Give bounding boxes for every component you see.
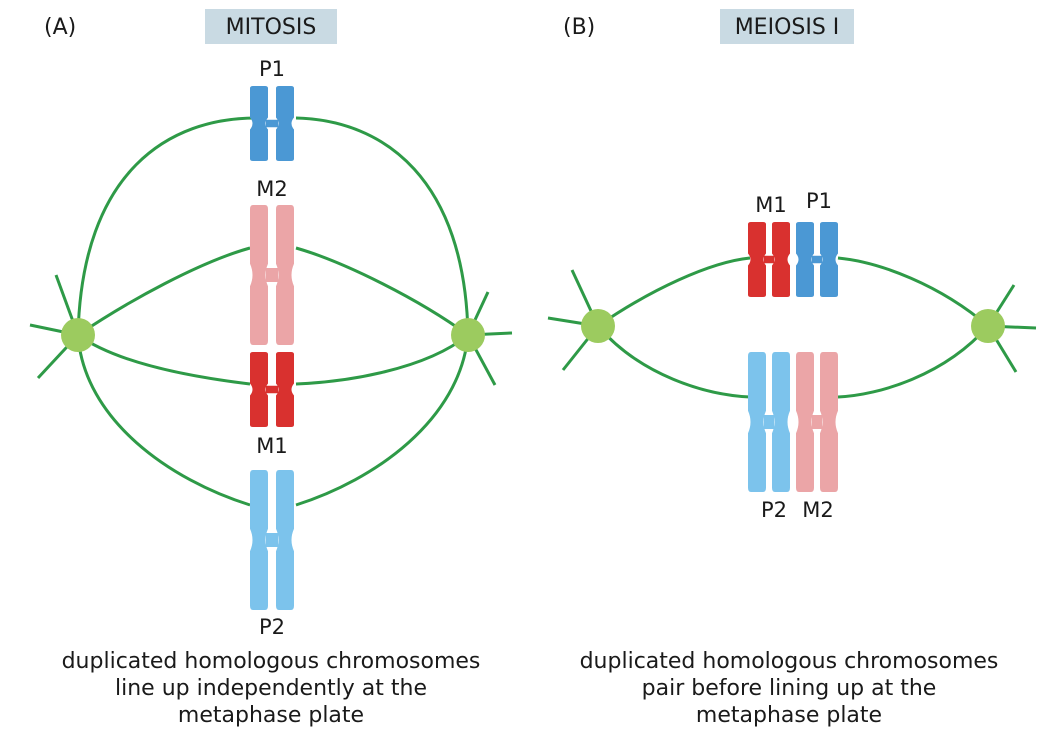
panel-meiosis: (B) MEIOSIS I M1 P1 [547,9,1037,728]
spindle-pole-left [581,309,615,343]
spindle-fiber-inner-bottom [77,333,251,386]
chromosome-p2 [748,352,790,492]
spindle-fiber-outer-bottom [295,334,470,507]
spindle-fiber-inner-bottom [295,333,469,386]
mitosis-caption-line: metaphase plate [178,703,364,728]
meiosis-caption-line: pair before lining up at the [642,676,937,701]
chromosome-p1 [250,86,294,161]
spindle-fiber-inner-top [295,246,469,337]
spindle-fiber-outer-bottom [76,334,251,507]
spindle-pole-left [61,318,95,352]
spindle-fiber-top [597,256,751,328]
spindle-fiber-bottom [837,325,990,399]
label-m2: M2 [256,177,287,201]
label-m2: M2 [802,498,833,522]
spindle-fiber-outer-top [76,116,257,336]
spindle-fiber-outer-top [295,116,470,336]
panel-a-letter: (A) [44,15,76,40]
label-p1: P1 [806,189,832,213]
mitosis-title: MITOSIS [226,15,317,40]
label-p1: P1 [259,57,285,81]
chromosome-m1 [250,352,294,427]
chromosome-m2 [796,352,838,492]
meiosis-caption-line: metaphase plate [696,703,882,728]
chromosome-m2 [250,205,294,345]
meiosis-title: MEIOSIS I [735,15,840,40]
panel-mitosis: (A) MITOSIS P1 [29,9,513,728]
chromosome-p1 [796,222,838,297]
spindle-pole-right [451,318,485,352]
panel-b-letter: (B) [563,15,595,40]
chromosome-p2 [250,470,294,610]
spindle-pole-right [971,309,1005,343]
meiosis-spindle [547,256,1037,399]
label-p2: P2 [761,498,787,522]
label-p2: P2 [259,615,285,639]
label-m1: M1 [755,193,786,217]
meiosis-caption-line: duplicated homologous chromosomes [580,649,999,674]
spindle-fiber-bottom [596,325,751,399]
mitosis-caption-line: duplicated homologous chromosomes [62,649,481,674]
mitosis-title-box [205,9,337,44]
spindle-fiber-top [837,256,989,328]
meiosis-title-box [720,9,854,44]
chromosome-m1 [748,222,790,297]
label-m1: M1 [256,434,287,458]
spindle-fiber-inner-top [77,246,251,337]
mitosis-caption-line: line up independently at the [115,676,427,701]
